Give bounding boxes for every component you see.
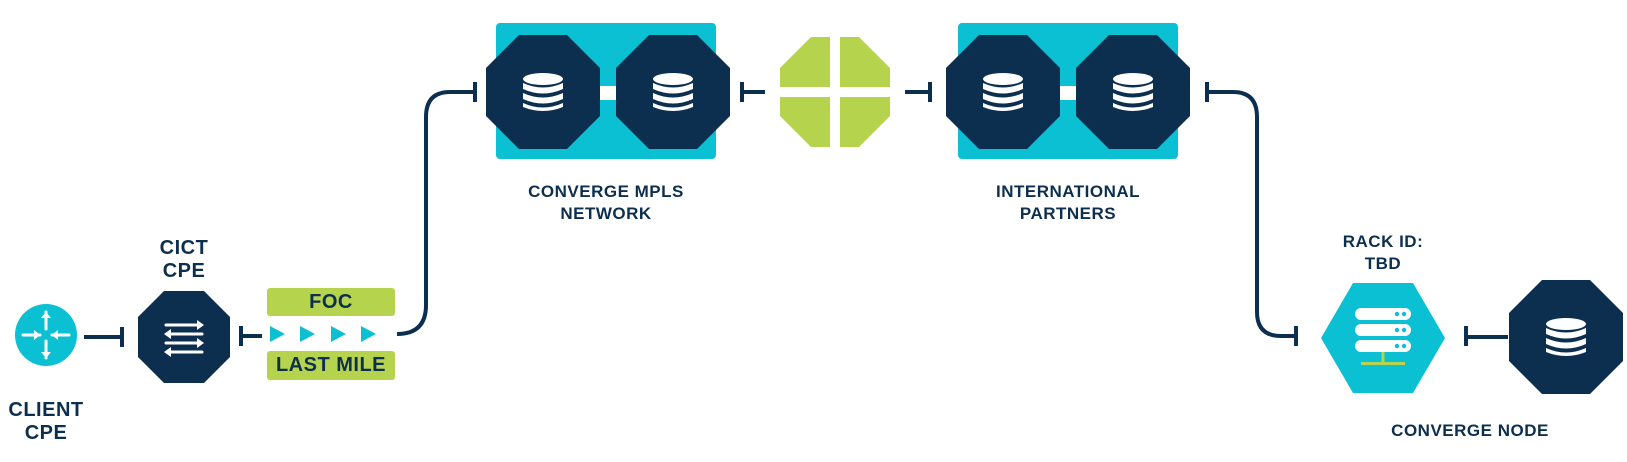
connector-partners-rack [1207, 90, 1296, 338]
cict-cpe-label: CICT CPE [159, 237, 209, 282]
database-icon [486, 35, 600, 149]
converge-node-label: CONVERGE NODE [1391, 421, 1549, 440]
partners-label: INTERNATIONAL PARTNERS [995, 182, 1141, 223]
last-mile-bar [267, 351, 395, 380]
server-rack-icon [1321, 283, 1445, 393]
database-icon [1509, 280, 1623, 394]
connector-rack-node [1464, 326, 1508, 346]
cross-octagon-icon [780, 37, 890, 147]
connector-cict-foc [239, 326, 262, 346]
client-cpe-label: CLIENT CPE [8, 399, 84, 444]
database-icon [1076, 35, 1190, 149]
foc-bar [267, 288, 395, 316]
database-icon [616, 35, 730, 149]
last-mile-label: LAST MILE [275, 354, 387, 376]
connector-internet-partners [905, 82, 932, 102]
switch-icon [138, 291, 230, 383]
connector-client-cict [84, 327, 124, 347]
flow-arrows [270, 326, 376, 342]
router-icon [15, 304, 77, 366]
mpls-label: CONVERGE MPLS NETWORK [528, 182, 684, 223]
rack-label: RACK ID: TBD [1342, 232, 1424, 273]
connector-foc-mpls [396, 90, 475, 336]
database-icon [946, 35, 1060, 149]
connector-mpls-internet [740, 82, 765, 102]
foc-label: FOC [309, 291, 353, 313]
